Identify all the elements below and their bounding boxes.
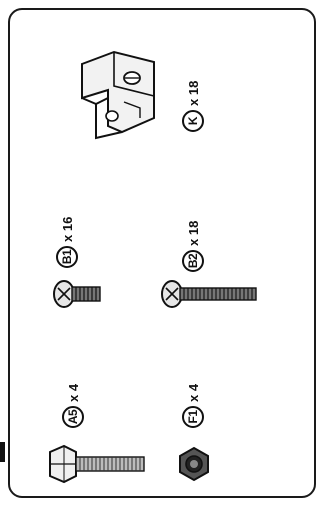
part-quantity: x 4 xyxy=(66,384,81,402)
part-k-image xyxy=(68,46,164,146)
part-b2-label: B2 x 18 xyxy=(182,221,204,272)
part-code-badge: B1 xyxy=(56,246,78,268)
part-a5-label: A5 x 4 xyxy=(62,384,84,428)
part-code-badge: F1 xyxy=(182,406,204,428)
part-quantity: x 16 xyxy=(60,217,75,242)
part-code-badge: B2 xyxy=(182,250,204,272)
part-b1-image xyxy=(52,278,106,310)
part-k-label: K x 18 xyxy=(182,81,204,132)
hardware-parts-sheet: K x 18 B1 x 16 B2 x 18 xyxy=(8,8,316,498)
part-f1-image xyxy=(176,446,212,482)
part-b1-label: B1 x 16 xyxy=(56,217,78,268)
part-quantity: x 18 xyxy=(186,81,201,106)
part-b2-image xyxy=(160,278,260,310)
part-f1-label: F1 x 4 xyxy=(182,384,204,428)
part-quantity: x 18 xyxy=(186,221,201,246)
page-edge-mark xyxy=(0,442,5,462)
part-code-badge: A5 xyxy=(62,406,84,428)
part-a5-image xyxy=(48,444,148,484)
part-quantity: x 4 xyxy=(186,384,201,402)
part-code-badge: K xyxy=(182,110,204,132)
